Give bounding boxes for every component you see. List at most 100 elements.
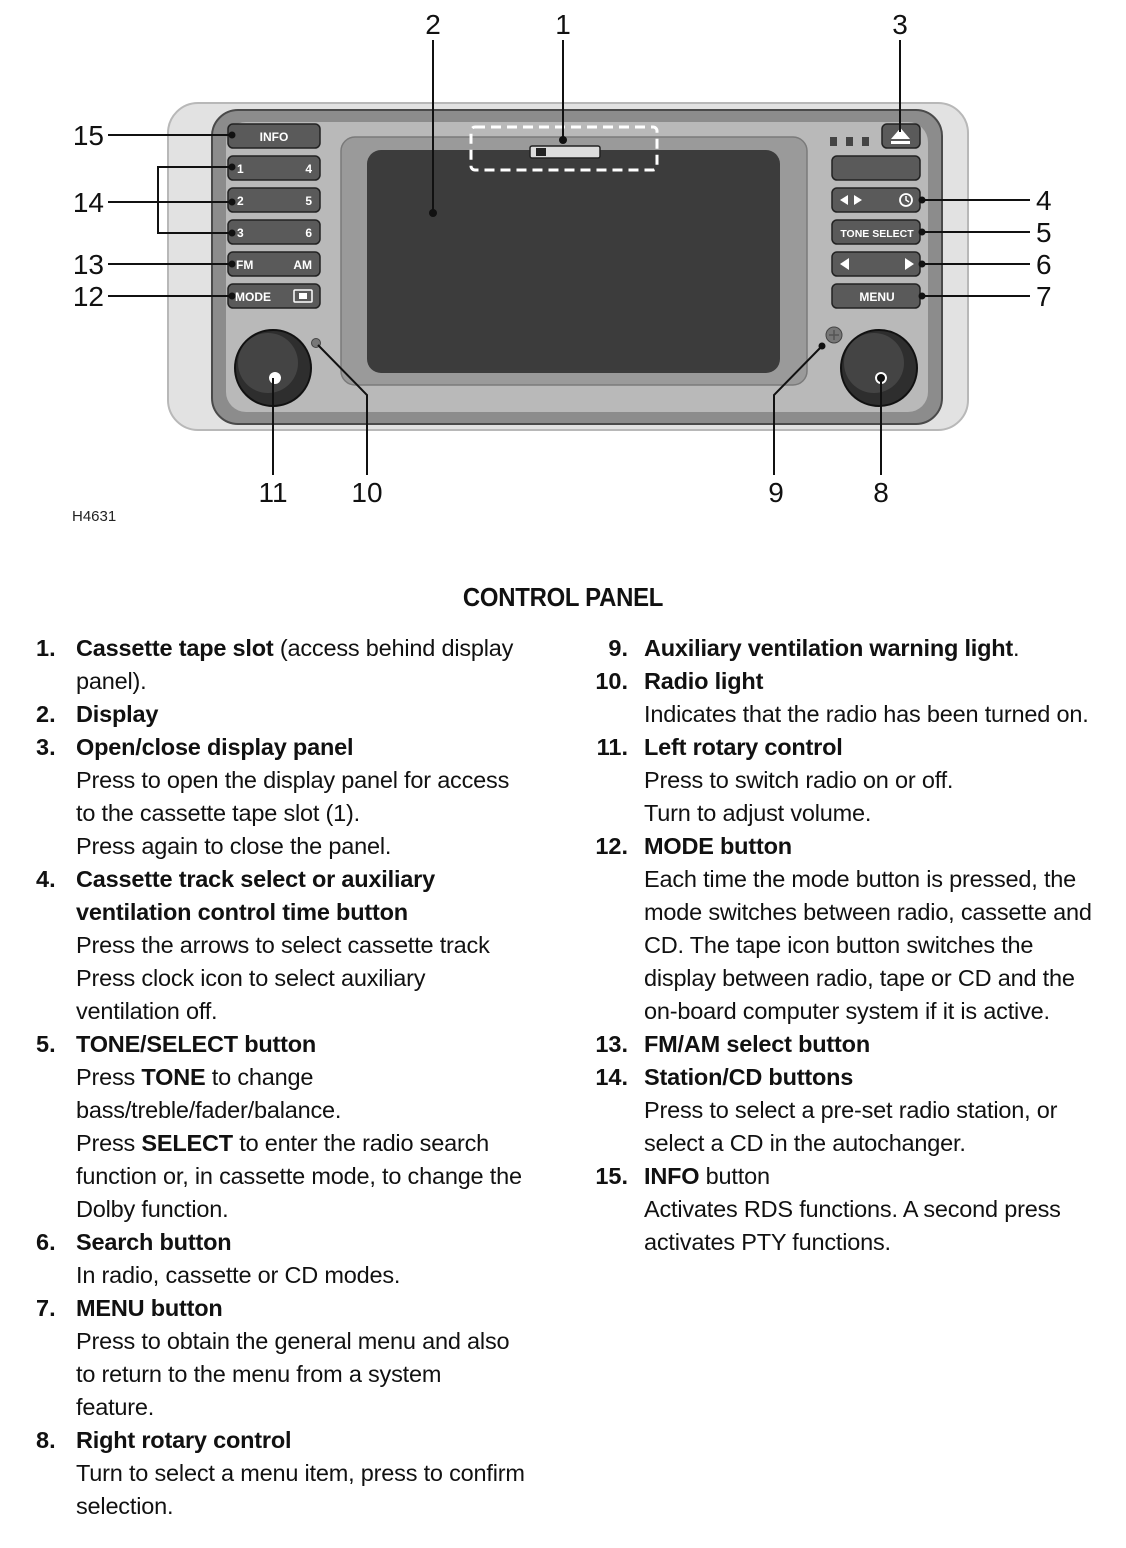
list-item-8: 8. Right rotary control Turn to select a… xyxy=(36,1424,556,1523)
preset-button-2-5[interactable]: 2 5 xyxy=(227,187,321,213)
item-text: activates PTY functions. xyxy=(644,1229,891,1255)
callout-1: 1 xyxy=(555,9,571,40)
item-number: 13. xyxy=(595,1031,628,1057)
right-rotary-control[interactable] xyxy=(840,329,918,407)
item-title: Cassette track select or auxiliary xyxy=(76,866,435,892)
right-arrow-icon xyxy=(854,195,862,205)
items-left-column: 1. Cassette tape slot (access behind dis… xyxy=(36,632,556,1523)
callout-2: 2 xyxy=(425,9,441,40)
item-text: ventilation off. xyxy=(76,998,218,1024)
item-text: Press TONE to change xyxy=(76,1064,314,1090)
item-title: Station/CD buttons xyxy=(644,1064,854,1090)
search-button[interactable] xyxy=(831,251,921,277)
tape-icon xyxy=(293,289,313,303)
control-panel-diagram: INFO 1 4 2 5 3 6 FM AM MODE xyxy=(72,9,1052,525)
item-number: 7. xyxy=(36,1295,56,1321)
item-title: Open/close display panel xyxy=(76,734,354,760)
list-item-14: 14. Station/CD buttons Press to select a… xyxy=(588,1061,1118,1160)
preset-button-3-6[interactable]: 3 6 xyxy=(227,219,321,245)
mode-button[interactable]: MODE xyxy=(227,283,321,309)
callout-9: 9 xyxy=(768,477,784,508)
callout-14: 14 xyxy=(73,187,104,218)
item-title: TONE/SELECT button xyxy=(76,1031,317,1057)
list-item-9: 9. Auxiliary ventilation warning light. xyxy=(588,632,1118,665)
item-text: Indicates that the radio has been turned… xyxy=(644,701,1089,727)
preset-button-1-4[interactable]: 1 4 xyxy=(227,155,321,181)
item-number: 8. xyxy=(36,1427,56,1453)
leader-lines xyxy=(108,40,1030,475)
item-title: MODE button xyxy=(644,833,792,859)
item-text: Press again to close the panel. xyxy=(76,833,392,859)
svg-text:TONE SELECT: TONE SELECT xyxy=(840,228,914,240)
item-number: 1. xyxy=(36,635,56,661)
item-number: 15. xyxy=(595,1163,628,1189)
item-title-suffix: . xyxy=(1013,635,1020,661)
item-text: feature. xyxy=(76,1394,155,1420)
svg-text:MODE: MODE xyxy=(235,290,271,304)
svg-text:2: 2 xyxy=(237,194,244,208)
item-text: Press to obtain the general menu and als… xyxy=(76,1328,510,1354)
menu-button[interactable]: MENU xyxy=(831,283,921,309)
item-text: Press SELECT to enter the radio search xyxy=(76,1130,489,1156)
item-number: 11. xyxy=(596,734,628,760)
callout-4: 4 xyxy=(1036,185,1052,216)
track-clock-button[interactable] xyxy=(831,187,921,213)
item-text: function or, in cassette mode, to change… xyxy=(76,1163,522,1189)
list-item-4: 4. Cassette track select or auxiliary ve… xyxy=(36,863,556,1028)
info-button[interactable]: INFO xyxy=(227,123,321,149)
cassette-slot-opening xyxy=(529,145,601,159)
item-title: Cassette tape slot xyxy=(76,635,274,661)
svg-text:INFO: INFO xyxy=(260,130,289,144)
search-right-icon xyxy=(905,258,914,270)
callout-3: 3 xyxy=(892,9,908,40)
item-text: Press to select a pre-set radio station,… xyxy=(644,1097,1058,1123)
list-item-7: 7. MENU button Press to obtain the gener… xyxy=(36,1292,556,1424)
item-title-line2: ventilation control time button xyxy=(76,899,408,925)
list-item-12: 12. MODE button Each time the mode butto… xyxy=(588,830,1118,1028)
clock-icon xyxy=(899,193,913,207)
item-text: on-board computer system if it is active… xyxy=(644,998,1050,1024)
list-item-15: 15. INFO button Activates RDS functions.… xyxy=(588,1160,1118,1259)
item-text: selection. xyxy=(76,1493,174,1519)
callout-6: 6 xyxy=(1036,249,1052,280)
item-text: Press to switch radio on or off. xyxy=(644,767,954,793)
fm-am-button[interactable]: FM AM xyxy=(227,251,321,277)
item-title: Search button xyxy=(76,1229,232,1255)
item-text: to return to the menu from a system xyxy=(76,1361,442,1387)
item-number: 3. xyxy=(36,734,56,760)
item-title-suffix: button xyxy=(699,1163,770,1189)
item-title: FM/AM select button xyxy=(644,1031,870,1057)
item-title: Auxiliary ventilation warning light xyxy=(644,635,1014,661)
figure-id: H4631 xyxy=(72,508,116,525)
item-title: MENU button xyxy=(76,1295,223,1321)
item-title: Radio light xyxy=(644,668,764,694)
item-number: 5. xyxy=(36,1031,56,1057)
item-number: 2. xyxy=(36,701,56,727)
list-item-2: 2. Display xyxy=(36,698,556,731)
display-screen xyxy=(367,150,780,373)
indicator-dots xyxy=(830,137,869,146)
item-text: Press to open the display panel for acce… xyxy=(76,767,510,793)
item-text: mode switches between radio, cassette an… xyxy=(644,899,1092,925)
cassette-slot-mark xyxy=(536,148,546,156)
item-title: INFO xyxy=(644,1163,700,1189)
list-item-11: 11. Left rotary control Press to switch … xyxy=(588,731,1118,830)
item-text: Dolby function. xyxy=(76,1196,229,1222)
svg-text:1: 1 xyxy=(237,162,244,176)
list-item-6: 6. Search button In radio, cassette or C… xyxy=(36,1226,556,1292)
left-arrow-icon xyxy=(840,195,848,205)
item-text: Each time the mode button is pressed, th… xyxy=(644,866,1077,892)
aux-ventilation-warning-light xyxy=(825,326,843,344)
item-text: bass/treble/fader/balance. xyxy=(76,1097,342,1123)
eject-button[interactable] xyxy=(881,123,921,149)
svg-text:MENU: MENU xyxy=(859,290,894,304)
item-title: Left rotary control xyxy=(644,734,843,760)
tone-select-button[interactable]: TONE SELECT xyxy=(831,219,921,245)
item-text: panel). xyxy=(76,668,147,694)
item-text: Activates RDS functions. A second press xyxy=(644,1196,1061,1222)
list-item-5: 5. TONE/SELECT button Press TONE to chan… xyxy=(36,1028,556,1226)
item-number: 10. xyxy=(595,668,628,694)
item-number: 14. xyxy=(595,1064,628,1090)
blank-button[interactable] xyxy=(831,155,921,181)
callout-13: 13 xyxy=(73,249,104,280)
